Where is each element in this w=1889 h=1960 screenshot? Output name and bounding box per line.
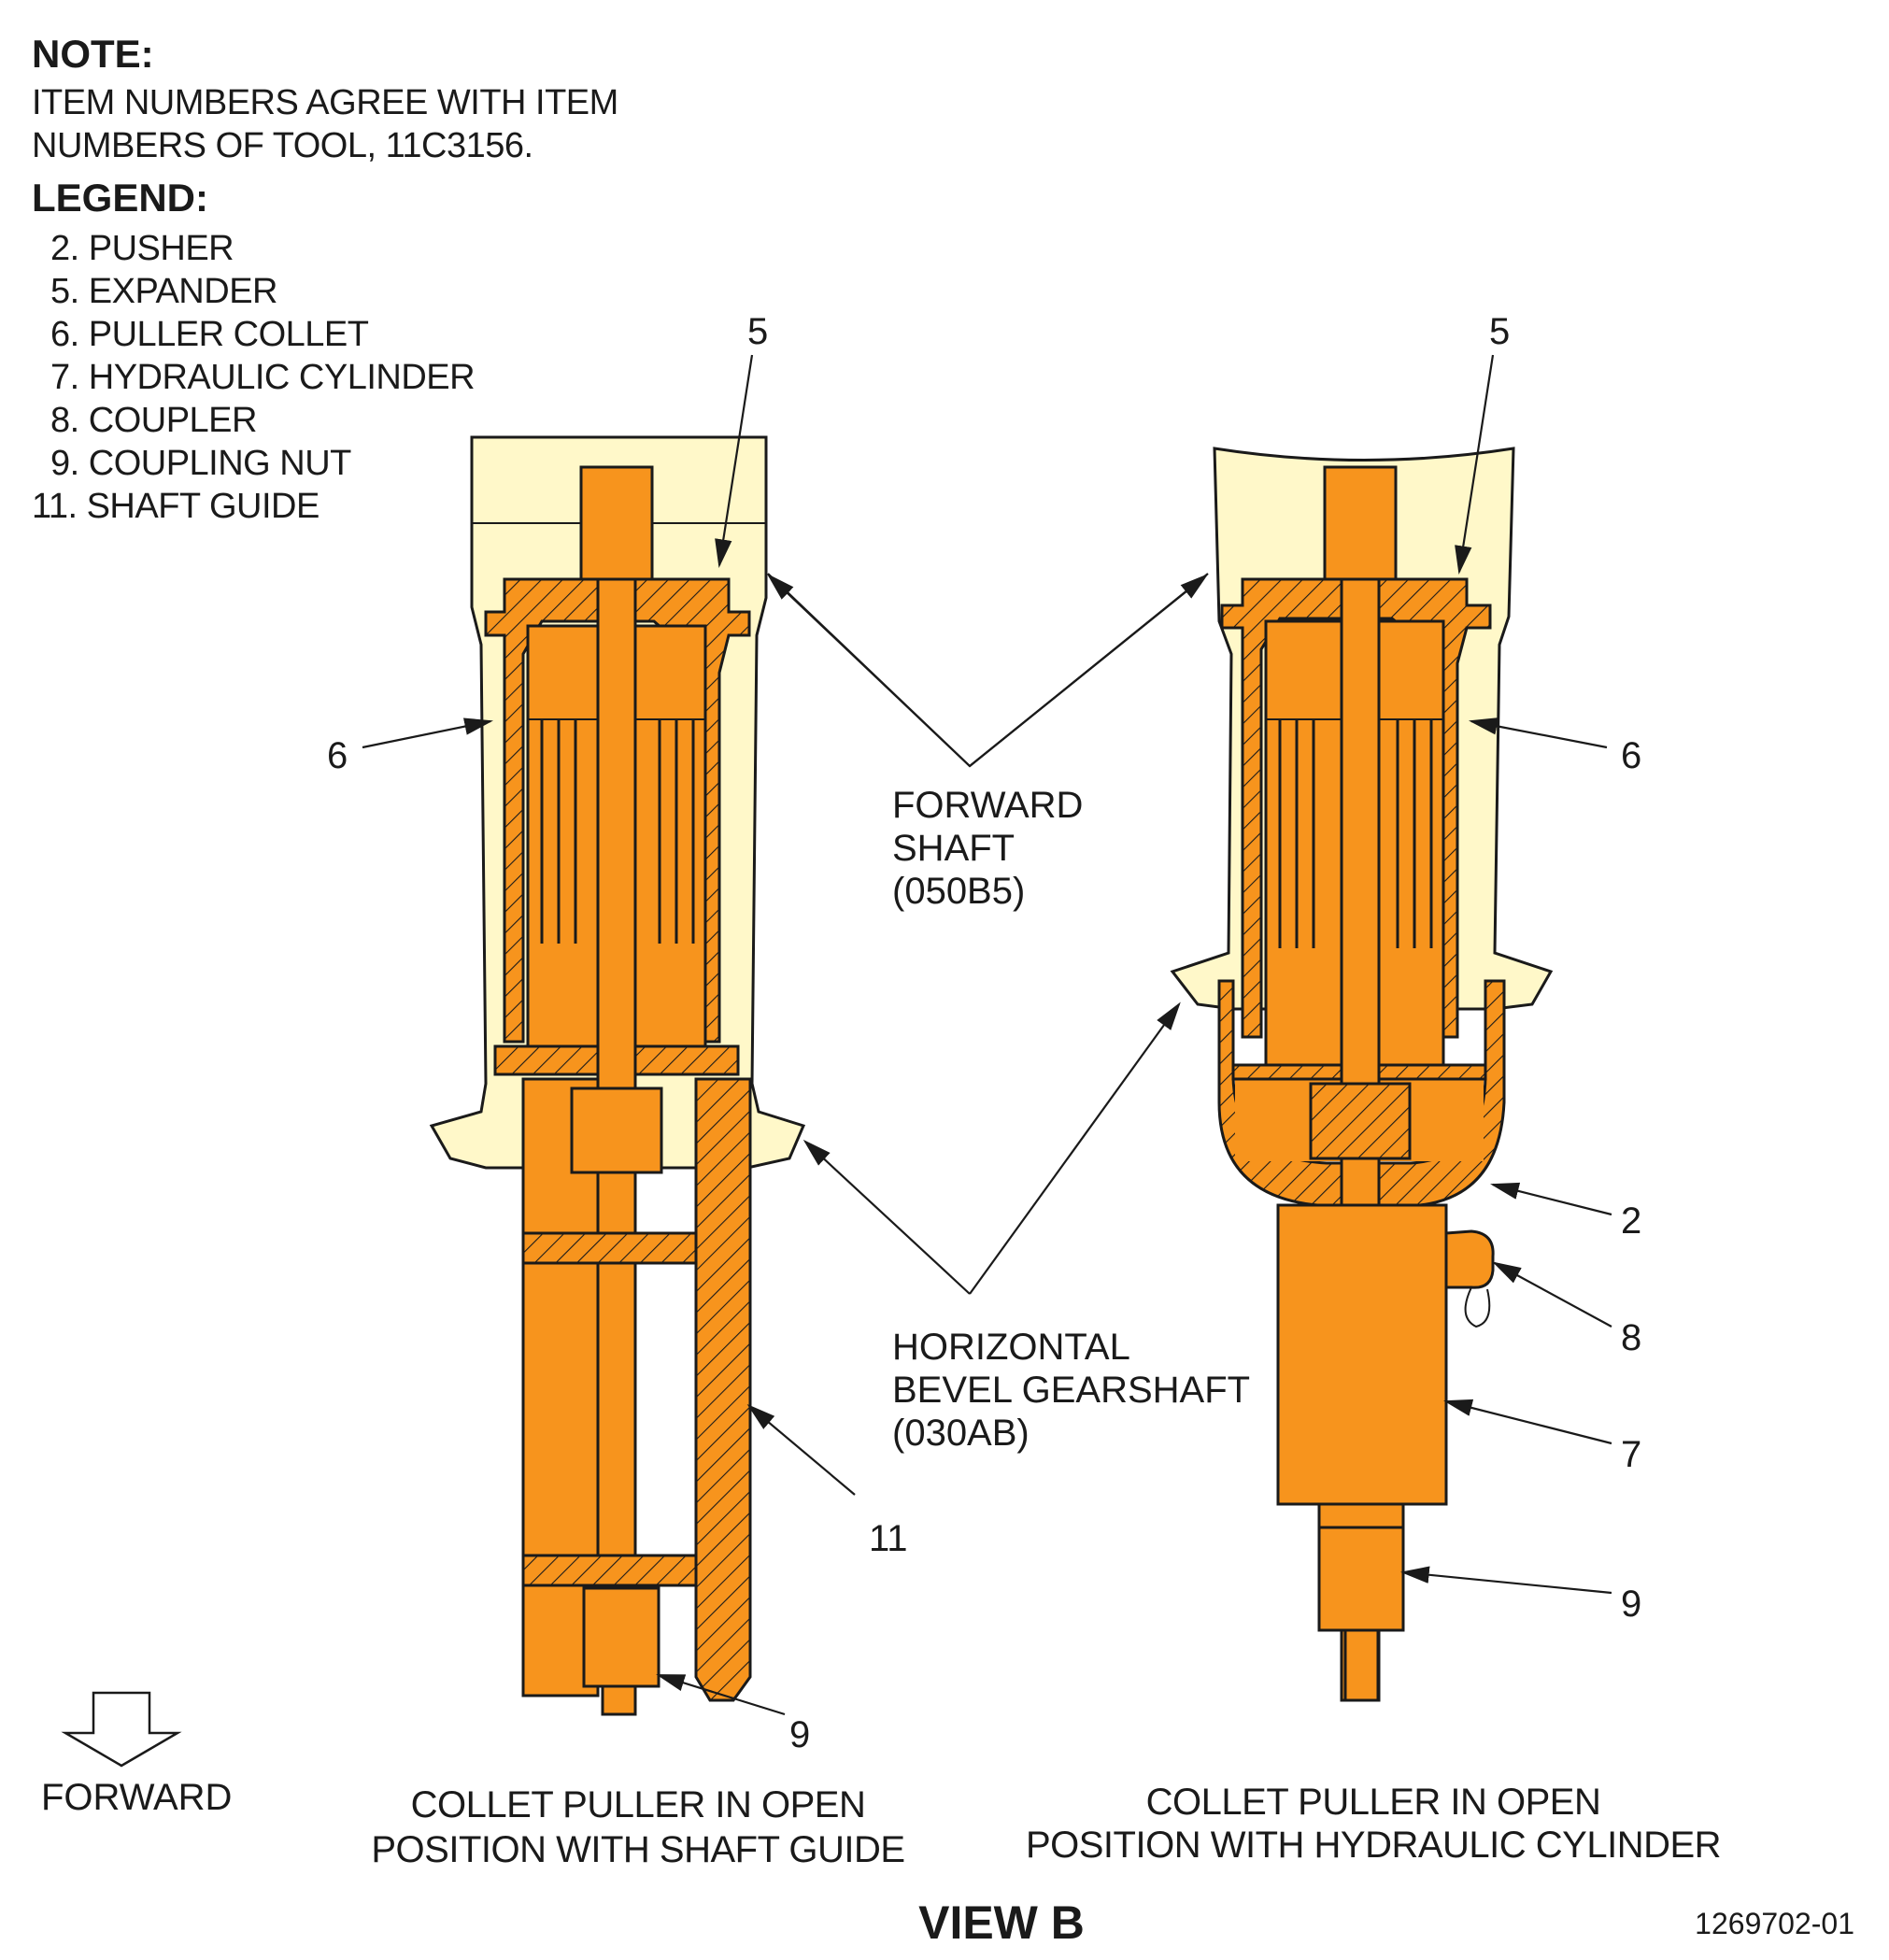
- drawing-number: 1269702-01: [1695, 1907, 1854, 1940]
- callout-left-5: 5: [747, 311, 768, 352]
- legend-item-puller-collet: 6. PULLER COLLET: [50, 315, 369, 354]
- right-assembly: [1170, 447, 1554, 1702]
- legend-item-coupling-nut: 9. COUPLING NUT: [50, 444, 351, 483]
- legend-item-hydraulic-cylinder: 7. HYDRAULIC CYLINDER: [50, 358, 475, 397]
- right-coupler: [1444, 1229, 1495, 1289]
- legend-item-pusher: 2. PUSHER: [50, 229, 234, 268]
- note-line-1: ITEM NUMBERS AGREE WITH ITEM: [32, 83, 618, 122]
- callouts: 5 5 6 6 11 9 2 8 7 9: [327, 311, 1641, 1755]
- left-rod-top-nut: [579, 465, 654, 581]
- forward-shaft-label: FORWARD SHAFT (050B5): [892, 785, 1083, 912]
- callout-right-7: 7: [1621, 1434, 1641, 1475]
- legend-item-expander: 5. EXPANDER: [50, 272, 277, 311]
- left-threaded-rod: [596, 465, 637, 1683]
- leader-right-7: [1443, 1399, 1612, 1445]
- forward-shaft-line-2: SHAFT: [892, 828, 1015, 869]
- right-cylinder-base: [1317, 1502, 1405, 1529]
- legend-heading: LEGEND:: [32, 176, 208, 220]
- left-cross-bar-lower: [521, 1554, 698, 1587]
- left-coupling-nut: [582, 1586, 660, 1688]
- callout-right-8: 8: [1621, 1317, 1641, 1358]
- right-nut-tip: [1343, 1628, 1380, 1702]
- leader-left-5: [715, 354, 754, 569]
- bevel-gearshaft-label: HORIZONTAL BEVEL GEARSHAFT (030AB): [892, 1327, 1250, 1454]
- left-nut-tip: [601, 1684, 637, 1716]
- legend-block: LEGEND: 2. PUSHER 5. EXPANDER 6. PULLER …: [32, 176, 476, 526]
- leader-right-5: [1455, 354, 1495, 575]
- callout-left-11: 11: [869, 1518, 908, 1559]
- right-inner-coupling: [1309, 1082, 1412, 1160]
- left-shaft-guide: [694, 1077, 752, 1702]
- left-caption-line-2: POSITION WITH SHAFT GUIDE: [371, 1829, 904, 1870]
- left-caption: COLLET PULLER IN OPEN POSITION WITH SHAF…: [371, 1784, 905, 1870]
- left-caption-line-1: COLLET PULLER IN OPEN: [411, 1784, 866, 1825]
- note-line-2: NUMBERS OF TOOL, 11C3156.: [32, 126, 533, 165]
- right-collet-slots: [1278, 719, 1433, 948]
- forward-shaft-line-3: (050B5): [892, 871, 1025, 912]
- leader-bevel-left: [802, 1139, 971, 1295]
- callout-right-9: 9: [1621, 1584, 1641, 1625]
- note-heading: NOTE:: [32, 32, 154, 76]
- leader-forward-shaft-left: [766, 573, 971, 767]
- forward-direction-label: FORWARD: [41, 1777, 232, 1818]
- callout-right-6: 6: [1621, 735, 1641, 776]
- right-coupler-cap-loop: [1464, 1286, 1491, 1328]
- leader-forward-shaft: [767, 573, 1209, 768]
- leader-left-6: [362, 717, 494, 749]
- leader-left-11: [746, 1404, 856, 1496]
- left-cross-bar-upper: [521, 1231, 698, 1265]
- bevel-gearshaft-line-1: HORIZONTAL: [892, 1327, 1130, 1368]
- right-coupling-nut: [1317, 1526, 1405, 1632]
- note-block: NOTE: ITEM NUMBERS AGREE WITH ITEM NUMBE…: [32, 32, 618, 165]
- legend-item-coupler: 8. COUPLER: [50, 401, 257, 440]
- hollow-arrow-down-icon: [61, 1691, 182, 1768]
- forward-shaft-line-1: FORWARD: [892, 785, 1083, 826]
- right-hydraulic-cylinder: [1276, 1203, 1448, 1506]
- callout-left-6: 6: [327, 735, 348, 776]
- leader-left-9: [656, 1673, 786, 1716]
- right-caption-line-2: POSITION WITH HYDRAULIC CYLINDER: [1026, 1825, 1721, 1866]
- leader-right-6: [1468, 717, 1608, 749]
- leader-right-9: [1399, 1566, 1612, 1595]
- callout-right-5: 5: [1489, 311, 1510, 352]
- leader-lines: [362, 354, 1612, 1716]
- leader-right-2: [1490, 1182, 1612, 1216]
- right-caption-line-1: COLLET PULLER IN OPEN: [1146, 1782, 1601, 1823]
- left-assembly: [429, 435, 806, 1716]
- callout-right-2: 2: [1621, 1200, 1641, 1242]
- leader-forward-shaft-right: [969, 574, 1209, 767]
- forward-direction-indicator: FORWARD: [41, 1691, 232, 1818]
- leader-bevel-right: [969, 1001, 1181, 1295]
- leader-right-8: [1492, 1261, 1612, 1328]
- view-title: VIEW B: [918, 1896, 1085, 1949]
- right-caption: COLLET PULLER IN OPEN POSITION WITH HYDR…: [1026, 1782, 1722, 1866]
- bevel-gearshaft-line-3: (030AB): [892, 1413, 1030, 1454]
- left-collet-slots: [540, 719, 695, 944]
- callout-left-9: 9: [789, 1714, 810, 1755]
- right-rod-top-nut: [1323, 465, 1398, 581]
- legend-item-shaft-guide: 11. SHAFT GUIDE: [32, 487, 320, 526]
- left-coupler-block: [570, 1087, 663, 1174]
- bevel-gearshaft-line-2: BEVEL GEARSHAFT: [892, 1370, 1250, 1411]
